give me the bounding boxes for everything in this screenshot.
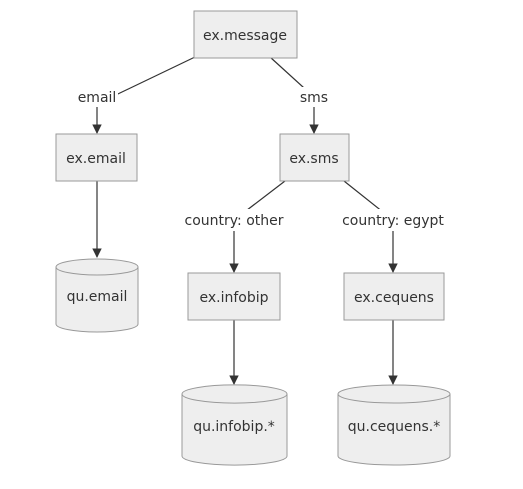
node-ex-email[interactable]: ex.email: [55, 133, 138, 182]
node-label: ex.cequens: [354, 290, 434, 306]
queue-label: qu.infobip.*: [193, 419, 275, 435]
edge-label-sms: sms: [299, 87, 329, 107]
node-label: ex.email: [66, 151, 126, 167]
svg-text:country: egypt: country: egypt: [342, 213, 444, 229]
edge-label-email: email: [76, 87, 118, 107]
node-label: ex.message: [203, 28, 287, 44]
node-ex-infobip[interactable]: ex.infobip: [187, 272, 281, 321]
svg-text:sms: sms: [300, 90, 328, 106]
queue-qu-cequens[interactable]: qu.cequens.*: [337, 384, 451, 466]
svg-text:country: other: country: other: [185, 213, 284, 229]
queue-qu-email[interactable]: qu.email: [55, 258, 139, 333]
edge-label-country-egypt: country: egypt: [340, 209, 446, 231]
node-label: ex.sms: [289, 151, 338, 167]
node-ex-message[interactable]: ex.message: [193, 10, 298, 59]
edge-label-country-other: country: other: [181, 209, 287, 231]
queue-label: qu.email: [67, 289, 128, 305]
node-label: ex.infobip: [199, 290, 268, 306]
svg-text:email: email: [78, 90, 117, 106]
node-ex-sms[interactable]: ex.sms: [279, 133, 350, 182]
node-ex-cequens[interactable]: ex.cequens: [343, 272, 445, 321]
queue-label: qu.cequens.*: [348, 419, 441, 435]
queue-qu-infobip[interactable]: qu.infobip.*: [181, 384, 288, 466]
